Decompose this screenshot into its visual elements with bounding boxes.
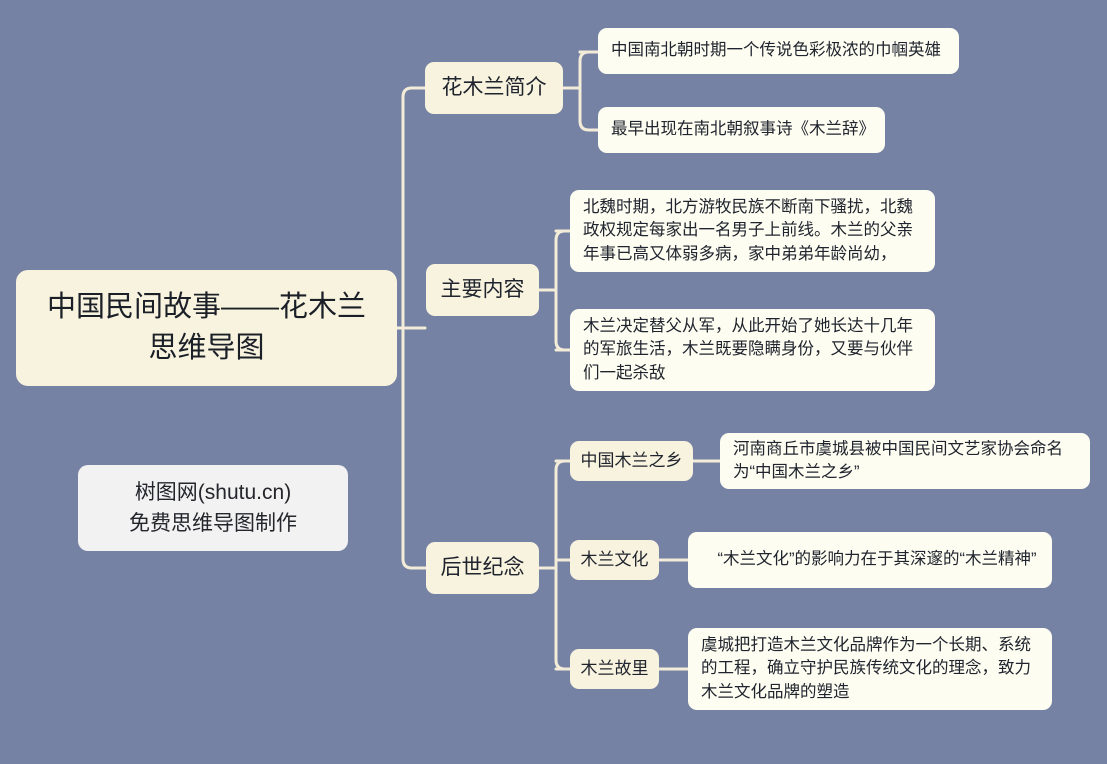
link-b2-spine — [554, 229, 567, 352]
sub-node-mulan-culture[interactable]: 木兰文化 — [570, 540, 659, 580]
leaf-node-main-2[interactable]: 木兰决定替父从军，从此开始了她长达十几年的军旅生活，木兰既要隐瞒身份，又要与伙伴… — [570, 309, 935, 391]
branch-node-main-content[interactable]: 主要内容 — [426, 264, 539, 316]
branch-node-label: 花木兰简介 — [441, 76, 547, 100]
sub-node-label: 中国木兰之乡 — [580, 450, 683, 470]
leaf-node-main-1[interactable]: 北魏时期，北方游牧民族不断南下骚扰，北魏政权规定每家出一名男子上前线。木兰的父亲… — [570, 190, 935, 272]
leaf-node-text: “木兰文化”的影响力在于其深邃的“木兰精神” — [701, 550, 1037, 569]
leaf-node-commemoration-3[interactable]: 虞城把打造木兰文化品牌作为一个长期、系统的工程，确立守护民族传统文化的理念，致力… — [688, 628, 1052, 710]
leaf-node-text: 中国南北朝时期一个传说色彩极浓的巾帼英雄 — [611, 41, 941, 60]
sub-node-label: 木兰故里 — [580, 658, 649, 678]
leaf-node-intro-1[interactable]: 中国南北朝时期一个传说色彩极浓的巾帼英雄 — [598, 28, 959, 74]
link-b1-spine — [578, 50, 600, 132]
leaf-node-text: 虞城把打造木兰文化品牌作为一个长期、系统的工程，确立守护民族传统文化的理念，致力… — [701, 635, 1031, 701]
leaf-node-text: 河南商丘市虞城县被中国民间文艺家协会命名为“中国木兰之乡” — [733, 439, 1063, 481]
leaf-node-text: 最早出现在南北朝叙事诗《木兰辞》 — [611, 120, 875, 139]
branch-node-label: 后世纪念 — [440, 556, 525, 580]
leaf-node-commemoration-1[interactable]: 河南商丘市虞城县被中国民间文艺家协会命名为“中国木兰之乡” — [720, 433, 1090, 489]
leaf-node-text: 北魏时期，北方游牧民族不断南下骚扰，北魏政权规定每家出一名男子上前线。木兰的父亲… — [583, 197, 913, 263]
leaf-node-intro-2[interactable]: 最早出现在南北朝叙事诗《木兰辞》 — [598, 107, 885, 153]
watermark-line-2: 免费思维导图制作 — [129, 512, 297, 535]
branch-node-label: 主要内容 — [440, 278, 525, 302]
sub-node-mulan-hometown-region[interactable]: 中国木兰之乡 — [570, 441, 693, 481]
watermark-line-1: 树图网(shutu.cn) — [134, 480, 292, 504]
sub-node-mulan-birthplace[interactable]: 木兰故里 — [570, 649, 659, 689]
branch-node-hua-mulan-intro[interactable]: 花木兰简介 — [425, 62, 563, 114]
link-b3-spine — [554, 459, 567, 671]
root-node[interactable]: 中国民间故事——花木兰 思维导图 — [16, 270, 397, 386]
root-node-label: 中国民间故事——花木兰 思维导图 — [46, 290, 366, 364]
watermark-box: 树图网(shutu.cn) 免费思维导图制作 — [78, 465, 348, 551]
leaf-node-commemoration-2[interactable]: “木兰文化”的影响力在于其深邃的“木兰精神” — [688, 532, 1052, 588]
leaf-node-text: 木兰决定替父从军，从此开始了她长达十几年的军旅生活，木兰既要隐瞒身份，又要与伙伴… — [583, 316, 913, 382]
branch-node-commemoration[interactable]: 后世纪念 — [426, 542, 539, 594]
sub-node-label: 木兰文化 — [580, 549, 649, 569]
link-trunk — [401, 86, 427, 570]
